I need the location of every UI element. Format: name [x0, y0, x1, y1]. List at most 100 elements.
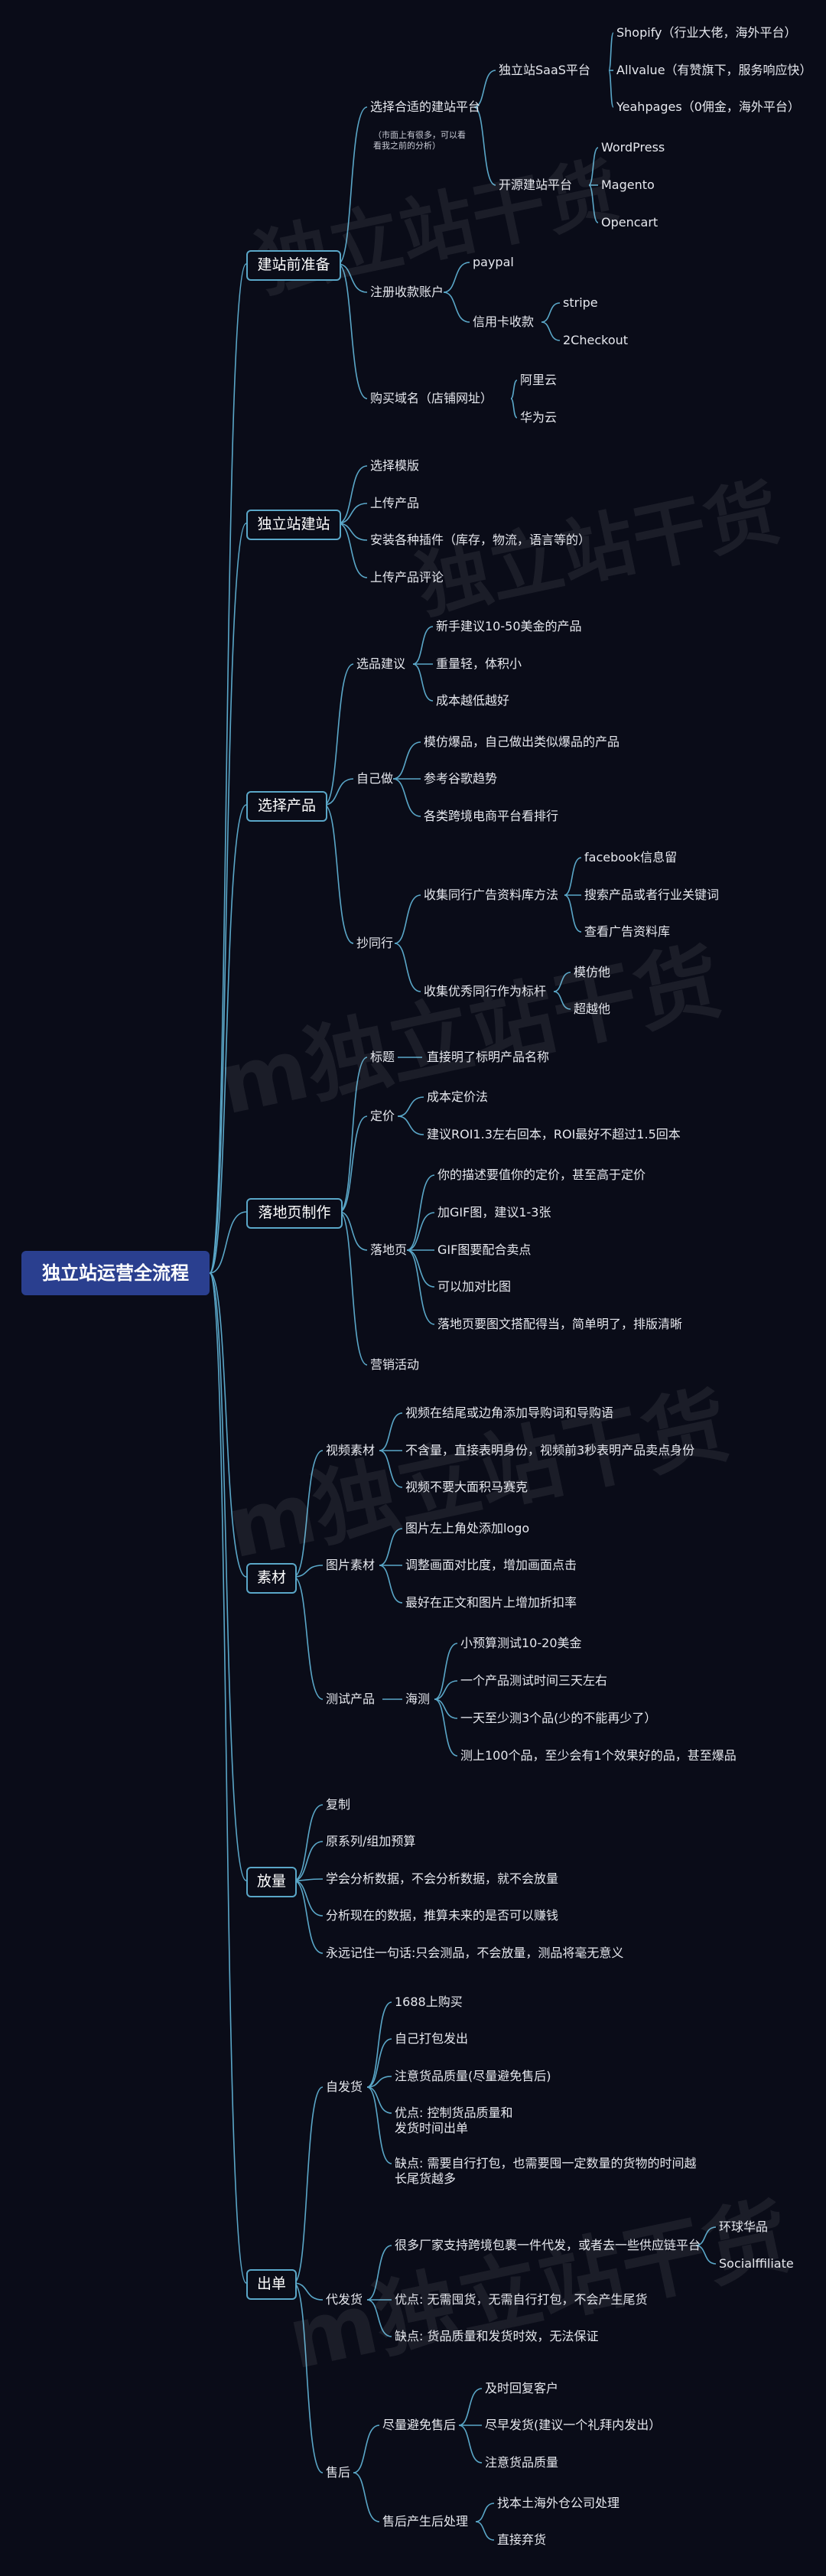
node-image-2[interactable]: 调整画面对比度，增加画面点击 [405, 1558, 577, 1572]
node-shopify[interactable]: Shopify（行业大佬，海外平台） [616, 25, 797, 40]
node-pricing[interactable]: 定价 [370, 1109, 395, 1123]
node-self-ship-1[interactable]: 1688上购买 [395, 1995, 463, 2009]
node-self-2[interactable]: 参考谷歌趋势 [424, 771, 498, 786]
node-test-4[interactable]: 测上100个品，至少会有1个效果好的品，甚至爆品 [460, 1748, 737, 1763]
node-advice-3[interactable]: 成本越低越好 [436, 693, 510, 708]
node-avoid-2[interactable]: 尽早发货(建议一个礼拜内发出） [485, 2418, 662, 2432]
node-copy-ads-set[interactable]: 复制 [326, 1797, 351, 1812]
node-handle-1[interactable]: 找本土海外仓公司处理 [497, 2496, 620, 2510]
node-saas[interactable]: 独立站SaaS平台 [499, 63, 590, 77]
node-budget[interactable]: 原系列/组加预算 [326, 1834, 416, 1848]
node-analyze[interactable]: 学会分析数据，不会分析数据，就不会放量 [326, 1871, 559, 1886]
section-material[interactable]: 素材 [246, 1563, 297, 1594]
node-copy-ads-2[interactable]: 搜索产品或者行业关键词 [584, 887, 720, 902]
node-opencart[interactable]: Opencart [601, 215, 659, 230]
node-landing-5[interactable]: 落地页要图文搭配得当，简单明了，排版清晰 [437, 1317, 683, 1331]
node-test[interactable]: 测试产品 [326, 1692, 376, 1706]
node-2checkout[interactable]: 2Checkout [563, 333, 629, 347]
node-image-1[interactable]: 图片左上角处添加logo [405, 1521, 530, 1536]
node-video-1[interactable]: 视频在结尾或边角添加导购词和导购语 [405, 1405, 614, 1420]
connector-69 [434, 1698, 458, 1757]
node-huaweiyun[interactable]: 华为云 [520, 410, 558, 425]
node-avoid-aftersale[interactable]: 尽量避免售后 [382, 2418, 457, 2432]
node-landing-2[interactable]: 加GIF图，建议1-3张 [437, 1205, 551, 1220]
node-video-2[interactable]: 不含量，直接表明身份，视频前3秒表明产品卖点身份 [405, 1443, 695, 1457]
node-advice-2[interactable]: 重量轻，体积小 [436, 656, 522, 671]
node-self-ship[interactable]: 自发货 [326, 2079, 363, 2094]
node-wordpress[interactable]: WordPress [601, 140, 665, 155]
node-self-1[interactable]: 模仿爆品，自己做出类似爆品的产品 [424, 734, 620, 749]
node-copy-ads[interactable]: 收集同行广告资料库方法 [424, 887, 559, 902]
node-imitate[interactable]: 模仿他 [574, 965, 611, 979]
node-self-ship-2[interactable]: 自己打包发出 [395, 2031, 469, 2046]
node-avoid-3[interactable]: 注意货品质量 [485, 2455, 559, 2470]
node-title[interactable]: 标题 [370, 1050, 395, 1064]
node-video-3[interactable]: 视频不要大面积马赛克 [405, 1480, 528, 1494]
node-copy-ads-1[interactable]: facebook信息留 [584, 850, 678, 865]
connector-54 [406, 1249, 435, 1288]
root-node[interactable]: 独立站运营全流程 [21, 1251, 210, 1295]
section-prebuild[interactable]: 建站前准备 [246, 250, 341, 281]
node-sea-test[interactable]: 海测 [405, 1692, 431, 1706]
node-campaign[interactable]: 营销活动 [370, 1357, 420, 1372]
node-payment[interactable]: 注册收款账户 [370, 285, 444, 299]
node-test-3[interactable]: 一天至少测3个品(少的不能再少了） [460, 1711, 657, 1725]
node-yeahpages[interactable]: Yeahpages（0佣金，海外平台） [616, 99, 800, 114]
node-advice-1[interactable]: 新手建议10-50美金的产品 [436, 619, 582, 633]
section-landing[interactable]: 落地页制作 [246, 1198, 343, 1229]
node-domain[interactable]: 购买域名（店铺网址） [370, 391, 493, 405]
node-paypal[interactable]: paypal [473, 255, 514, 269]
node-opensource[interactable]: 开源建站平台 [499, 177, 573, 192]
node-advice[interactable]: 选品建议 [356, 656, 406, 671]
node-pricing-2[interactable]: 建议ROI1.3左右回本，ROI最好不超过1.5回本 [427, 1127, 681, 1141]
node-globalhp[interactable]: 环球华品 [719, 2219, 769, 2234]
node-self-ship-5[interactable]: 缺点: 需要自行打包，也需要囤一定数量的货物的时间越长尾货越多 [395, 2156, 697, 2186]
node-self-3[interactable]: 各类跨境电商平台看排行 [424, 809, 559, 823]
node-self-ship-4[interactable]: 优点: 控制货品质量和发货时间出单 [395, 2105, 513, 2135]
node-landing-1[interactable]: 你的描述要值你的定价，甚至高于定价 [437, 1168, 646, 1182]
node-aftersale[interactable]: 售后 [326, 2465, 351, 2480]
node-landing[interactable]: 落地页 [370, 1242, 408, 1257]
node-video[interactable]: 视频素材 [326, 1443, 376, 1457]
node-upload[interactable]: 上传产品 [370, 496, 420, 510]
node-dropship-1[interactable]: 很多厂家支持跨境包裹一件代发，或者去一些供应链平台 [395, 2238, 701, 2252]
node-title-1[interactable]: 直接明了标明产品名称 [427, 1050, 550, 1064]
section-order[interactable]: 出单 [246, 2269, 297, 2300]
node-dropship-3[interactable]: 缺点: 货品质量和发货时效，无法保证 [395, 2329, 599, 2343]
connector-37 [394, 894, 421, 944]
node-allvalue[interactable]: Allvalue（有赞旗下，服务响应快） [616, 63, 812, 77]
node-pricing-1[interactable]: 成本定价法 [427, 1089, 489, 1104]
node-remember[interactable]: 永远记住一句话:只会测品，不会放量，测品将毫无意义 [326, 1946, 624, 1960]
node-dropship-2[interactable]: 优点: 无需囤货，无需自行打包，不会产生尾货 [395, 2292, 648, 2307]
node-template[interactable]: 选择模版 [370, 458, 420, 473]
section-scale[interactable]: 放量 [246, 1867, 297, 1897]
node-self[interactable]: 自己做 [356, 771, 394, 786]
node-avoid-1[interactable]: 及时回复客户 [485, 2381, 559, 2395]
node-magento[interactable]: Magento [601, 177, 655, 192]
node-aliyun[interactable]: 阿里云 [520, 373, 558, 387]
section-product[interactable]: 选择产品 [246, 791, 327, 822]
node-reviews[interactable]: 上传产品评论 [370, 570, 444, 585]
node-handle-aftersale[interactable]: 售后产生后处理 [382, 2514, 469, 2529]
node-image-3[interactable]: 最好在正文和图片上增加折扣率 [405, 1595, 577, 1610]
connector-73 [293, 1880, 324, 1917]
node-forecast[interactable]: 分析现在的数据，推算未来的是否可以赚钱 [326, 1908, 559, 1923]
node-landing-3[interactable]: GIF图要配合卖点 [437, 1242, 532, 1257]
node-surpass[interactable]: 超越他 [574, 1001, 611, 1016]
node-copy[interactable]: 抄同行 [356, 936, 394, 950]
node-self-ship-3[interactable]: 注意货品质量(尽量避免售后) [395, 2069, 551, 2083]
node-dropship[interactable]: 代发货 [326, 2292, 363, 2307]
node-plugins[interactable]: 安装各种插件（库存，物流，语言等的） [370, 532, 591, 547]
section-build[interactable]: 独立站建站 [246, 510, 341, 540]
node-socialffiliate[interactable]: Socialffiliate [719, 2256, 794, 2271]
node-test-1[interactable]: 小预算测试10-20美金 [460, 1636, 582, 1650]
node-handle-2[interactable]: 直接弃货 [497, 2532, 547, 2547]
node-creditcard[interactable]: 信用卡收款 [473, 314, 535, 329]
node-copy-benchmark[interactable]: 收集优秀同行作为标杆 [424, 984, 547, 998]
node-image[interactable]: 图片素材 [326, 1558, 376, 1572]
node-landing-4[interactable]: 可以加对比图 [437, 1279, 512, 1294]
node-copy-ads-3[interactable]: 查看广告资料库 [584, 924, 671, 939]
node-test-2[interactable]: 一个产品测试时间三天左右 [460, 1673, 608, 1688]
node-platform[interactable]: 选择合适的建站平台 [370, 99, 481, 114]
node-stripe[interactable]: stripe [563, 295, 598, 310]
